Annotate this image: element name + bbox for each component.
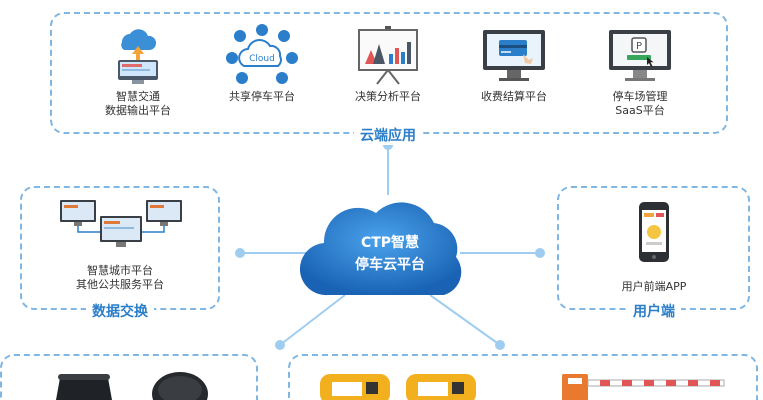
data-exchange-title: 数据交换: [86, 301, 154, 321]
data-exchange-line2: 其他公共服务平台: [76, 278, 164, 291]
monitor-card-icon: [483, 30, 545, 81]
cloud-apps-title: 云端应用: [354, 125, 422, 145]
connected-monitors-icon: [60, 200, 182, 247]
data-exchange-box: [20, 186, 220, 310]
bottom-left-box: [0, 354, 258, 400]
app-label-line1: 智慧交通: [116, 90, 160, 103]
app-saas-management: P 停车场管理 SaaS平台: [585, 24, 695, 118]
user-side-title: 用户端: [627, 301, 681, 321]
app-smart-traffic: 智慧交通 数据输出平台: [83, 24, 193, 118]
presentation-chart-icon: [358, 26, 418, 85]
app-label-line1: 共享停车平台: [229, 90, 295, 103]
data-exchange-label: 智慧城市平台 其他公共服务平台: [40, 264, 200, 292]
sensor-devices-icon: [56, 372, 208, 400]
svg-text:P: P: [636, 41, 642, 52]
app-label-line2: SaaS平台: [615, 104, 665, 117]
monitor-upload-icon: [118, 29, 158, 84]
app-billing-settlement: 收费结算平台: [459, 24, 569, 104]
app-label-line1: 决策分析平台: [355, 90, 421, 103]
barrier-gate-icon: [562, 374, 725, 400]
data-exchange-line1: 智慧城市平台: [87, 264, 153, 277]
cloud-icon-text: Cloud: [249, 54, 275, 64]
app-decision-analysis: 决策分析平台: [333, 24, 443, 104]
monitor-parking-icon: P: [609, 30, 671, 81]
hub-title-line2: 停车云平台: [355, 256, 425, 273]
parking-meters-icon: [320, 374, 476, 400]
smartphone-app-icon: [639, 202, 669, 262]
ctp-cloud-hub: CTP智慧 停车云平台: [299, 202, 462, 296]
hub-title-line1: CTP智慧: [361, 234, 419, 251]
app-label-line1: 停车场管理: [612, 90, 668, 103]
app-label-line2: 数据输出平台: [105, 104, 171, 117]
app-shared-parking: Cloud 共享停车平台: [207, 24, 317, 104]
user-app-label: 用户前端APP: [621, 280, 687, 293]
user-side-label: 用户前端APP: [574, 280, 734, 294]
app-label-line1: 收费结算平台: [481, 90, 547, 103]
cloud-cars-icon: Cloud: [226, 24, 298, 84]
